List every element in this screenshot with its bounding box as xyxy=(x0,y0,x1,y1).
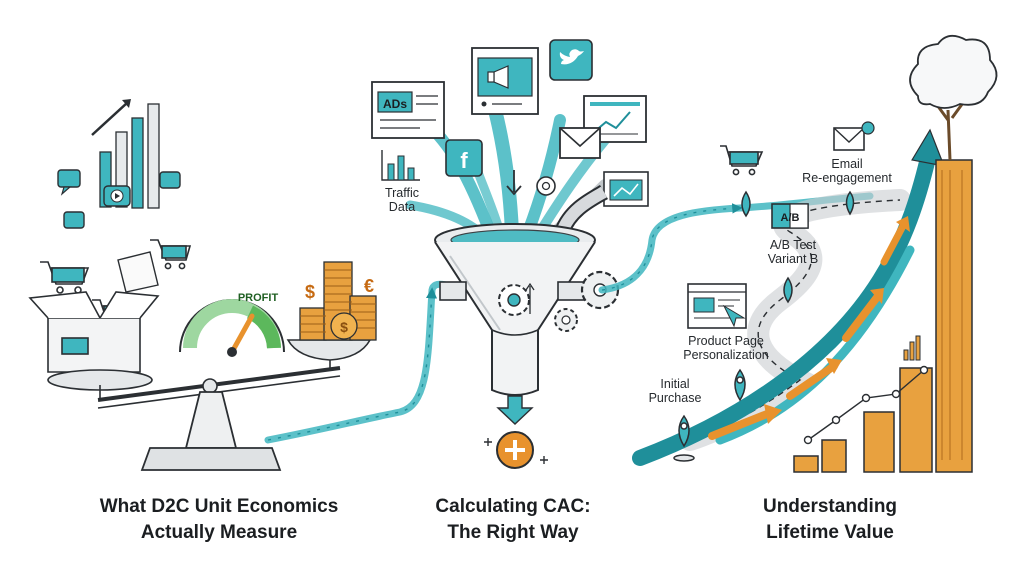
twitter-icon xyxy=(549,39,593,81)
gauge-label: PROFIT xyxy=(238,292,279,304)
panel-unit-economics xyxy=(28,99,377,471)
facebook-icon xyxy=(445,139,483,177)
browser-card xyxy=(603,171,649,207)
box-icon xyxy=(28,291,160,373)
cart-icon xyxy=(40,239,192,319)
tree-icon xyxy=(909,34,998,161)
play-icon xyxy=(103,185,131,207)
growth-arrows xyxy=(632,128,945,466)
map-pin-icon xyxy=(673,190,855,462)
balance-scale-icon xyxy=(140,391,282,471)
bar-chart-icon xyxy=(381,150,420,181)
initial-purchase-label: Initial Purchase xyxy=(648,377,702,405)
coin-dollar-front-label: $ xyxy=(340,319,348,335)
facebook-glyph: f xyxy=(460,148,468,173)
caption-cac: Calculating CAC: The Right Way xyxy=(435,496,591,543)
product-page-label: Product Page Personalization xyxy=(683,334,769,362)
panel-cac xyxy=(371,39,649,469)
funnel-icon xyxy=(434,223,596,396)
panel-ltv xyxy=(632,34,998,473)
flow-path-1 xyxy=(264,280,464,444)
ab-tile-label: A/B xyxy=(781,212,800,224)
ads-card xyxy=(371,81,445,139)
gauge-icon xyxy=(179,299,285,357)
traffic-data-label: Traffic Data xyxy=(384,186,420,214)
mail-icon xyxy=(833,121,875,151)
caption-ltv: Understanding Lifetime Value xyxy=(762,496,898,543)
ab-test-tile xyxy=(771,203,809,229)
plus-icon xyxy=(484,431,548,469)
ads-label: ADs xyxy=(383,97,407,111)
cart-icon xyxy=(720,145,764,176)
coin-dollar-label: $ xyxy=(305,282,315,302)
mail-icon xyxy=(559,127,601,159)
coin-stack-icon xyxy=(299,261,377,341)
email-reengagement-label: Email Re-engagement xyxy=(802,157,892,185)
megaphone-icon xyxy=(471,47,539,115)
chat-bubble-icon xyxy=(57,169,181,229)
ab-test-label: A/B Test Variant B xyxy=(767,238,819,266)
caption-unit-economics: What D2C Unit Economics Actually Measure xyxy=(99,496,339,543)
bar-chart-icon xyxy=(793,159,973,473)
browser-icon xyxy=(687,283,747,329)
coin-euro-label: € xyxy=(364,276,374,296)
gear-icon xyxy=(498,282,535,316)
